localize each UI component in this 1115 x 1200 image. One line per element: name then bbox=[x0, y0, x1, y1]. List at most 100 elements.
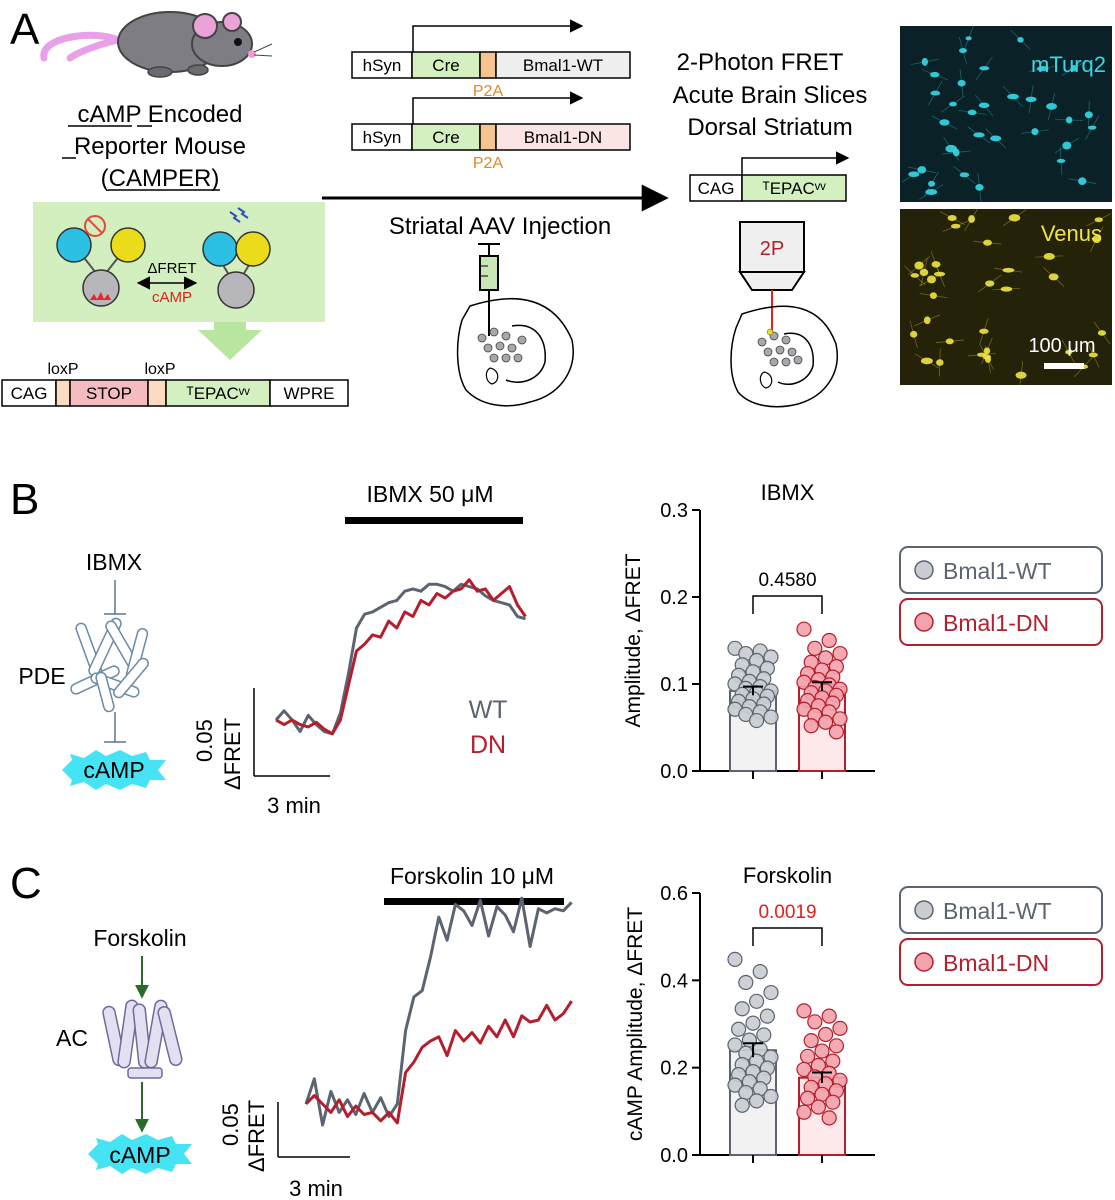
c-point bbox=[763, 984, 779, 1001]
c-point bbox=[814, 1043, 830, 1059]
epac-sensor-closed bbox=[202, 207, 271, 309]
b-scale-y: 0.05 bbox=[192, 719, 217, 762]
cell-body bbox=[982, 354, 991, 360]
c-sig-bracket bbox=[752, 927, 823, 946]
c-drug-title: Forskolin 10 μM bbox=[390, 863, 554, 889]
c-point bbox=[803, 1032, 819, 1049]
cell-body bbox=[951, 223, 961, 229]
camper-seg-cag: CAG bbox=[11, 384, 48, 403]
b-scalebar bbox=[253, 688, 330, 777]
micrograph-venus-cells bbox=[904, 206, 1112, 390]
c-ytick-label: 0.6 bbox=[660, 883, 688, 905]
micrograph-mturq2-cells bbox=[902, 25, 1100, 202]
c-point bbox=[759, 1008, 776, 1024]
c-pvalue: 0.0019 bbox=[758, 902, 816, 923]
cell-body bbox=[1048, 273, 1059, 281]
cell-body bbox=[936, 359, 944, 366]
c-point bbox=[799, 1090, 816, 1106]
b-drug-bar bbox=[345, 517, 523, 524]
cell-body bbox=[1078, 177, 1087, 185]
cell-body bbox=[1015, 371, 1027, 379]
cell-body bbox=[979, 328, 989, 334]
cell-body bbox=[1065, 349, 1073, 355]
b-enzyme-label: PDE bbox=[18, 663, 65, 689]
cell-body bbox=[1046, 103, 1058, 110]
cell-body bbox=[968, 215, 975, 223]
c-camp-burst bbox=[88, 1134, 192, 1174]
b-trace-wt bbox=[274, 582, 526, 736]
cell-body bbox=[919, 268, 929, 277]
aav-wt-construct: hSyn Cre Bmal1-WT P2A bbox=[351, 19, 631, 100]
cell-body bbox=[947, 214, 957, 222]
c-trace-dn bbox=[304, 1000, 573, 1125]
cell-body bbox=[990, 135, 1002, 142]
scalebar bbox=[1044, 363, 1084, 369]
b-trace-dn bbox=[275, 578, 527, 736]
cell-body bbox=[920, 357, 933, 365]
panel-label-b: B bbox=[10, 475, 39, 524]
c-point bbox=[727, 1037, 743, 1053]
cell-body bbox=[925, 189, 938, 195]
cell-body bbox=[939, 119, 950, 126]
cell-body bbox=[910, 273, 920, 278]
cell-body bbox=[1056, 158, 1066, 163]
imaging-construct: CAG ᵀEPACᵛᵛ bbox=[689, 151, 850, 202]
striatum-icon-imaging bbox=[730, 305, 838, 408]
c-traces bbox=[304, 896, 573, 1127]
b-camp-label: cAMP bbox=[83, 757, 144, 783]
cell-body bbox=[945, 338, 954, 345]
cell-body bbox=[973, 132, 985, 138]
cell-body bbox=[917, 166, 927, 174]
cell-body bbox=[965, 36, 972, 41]
b-scale-y2: ΔFRET bbox=[220, 718, 245, 790]
cell-body bbox=[975, 183, 984, 191]
cell-body bbox=[930, 71, 940, 78]
c-drug-label: Forskolin bbox=[93, 925, 186, 951]
cell-body bbox=[1065, 116, 1073, 124]
aav-dn-construct: hSyn Cre Bmal1-DN P2A bbox=[351, 91, 631, 172]
cell-body bbox=[1092, 235, 1102, 244]
b-title: IBMX bbox=[761, 480, 815, 505]
c-point bbox=[763, 1088, 779, 1105]
panel-label-a: A bbox=[10, 5, 40, 54]
cell-body bbox=[1031, 128, 1039, 136]
imaging-construct-epac: ᵀEPACᵛᵛ bbox=[762, 179, 826, 198]
camper-seg-wpre: WPRE bbox=[284, 384, 335, 403]
cell-body bbox=[1008, 214, 1021, 222]
c-point bbox=[810, 1099, 827, 1115]
ac-icon bbox=[102, 999, 183, 1079]
c-point bbox=[734, 1097, 750, 1113]
b-point bbox=[763, 709, 779, 725]
striatum-icon-injection bbox=[456, 298, 574, 407]
aav-dn-p2a: P2A bbox=[473, 155, 504, 172]
camper-seg-stop: STOP bbox=[86, 384, 132, 403]
b-ytick-label: 0.0 bbox=[660, 761, 688, 783]
cell-body bbox=[1084, 111, 1093, 119]
cell-body bbox=[1002, 267, 1015, 273]
pde-icon bbox=[70, 617, 149, 713]
aav-wt-bmal1: Bmal1-WT bbox=[523, 56, 603, 75]
cell-body bbox=[910, 330, 918, 338]
cell-body bbox=[1094, 217, 1103, 223]
b-ytick-label: 0.1 bbox=[660, 674, 688, 696]
c-drug-bar bbox=[384, 898, 564, 905]
cell-body bbox=[927, 275, 936, 284]
c-legend-dn-label: Bmal1-DN bbox=[943, 950, 1049, 976]
c-legend: Bmal1-WT Bmal1-DN bbox=[899, 886, 1103, 986]
camper-construct bbox=[1, 379, 349, 407]
cell-body bbox=[1043, 253, 1055, 260]
cell-body bbox=[908, 171, 920, 178]
c-point bbox=[796, 1061, 812, 1078]
cell-body bbox=[979, 66, 990, 71]
cell-body bbox=[929, 292, 937, 299]
mouse-label-line1: cAMP Encoded bbox=[78, 101, 243, 128]
c-point bbox=[828, 1038, 845, 1054]
b-legend-dn-label: Bmal1-DN bbox=[943, 610, 1049, 636]
c-point bbox=[832, 1020, 848, 1036]
panel-label-c: C bbox=[10, 859, 42, 908]
cell-body bbox=[1062, 141, 1072, 150]
imaging-line2: Acute Brain Slices bbox=[673, 82, 868, 109]
c-point bbox=[817, 1026, 834, 1043]
